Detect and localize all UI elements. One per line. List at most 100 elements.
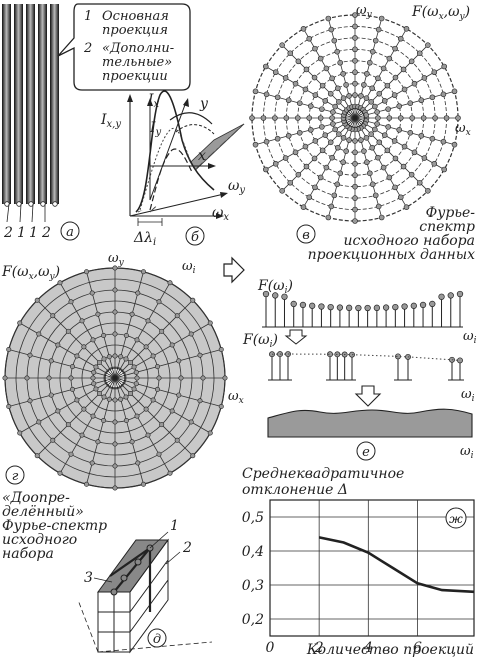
sample-node: [91, 381, 97, 387]
sample-node: [375, 154, 381, 161]
sample-node: [190, 453, 196, 459]
panel-v-caption-1: Фурье-: [426, 205, 476, 221]
arrow-down-icon-1: [284, 329, 308, 345]
polar-spoke: [327, 18, 356, 119]
sample-node: [118, 396, 124, 402]
sample-node: [421, 155, 428, 161]
sample-node: [392, 184, 398, 191]
sample-node: [372, 103, 378, 110]
sample-node: [6, 403, 12, 409]
sample-node: [36, 419, 42, 425]
sample-node: [112, 419, 118, 425]
sample-node: [322, 132, 329, 138]
sample-node: [352, 80, 358, 87]
hub-spoke: [109, 369, 116, 379]
sample-node: [391, 138, 398, 144]
sample-node: [312, 45, 318, 52]
sample-node: [89, 460, 95, 466]
sample-node: [167, 470, 173, 476]
sample-node: [112, 397, 118, 403]
sample-node: [90, 375, 96, 381]
sample-node: [431, 69, 438, 76]
sample-node: [369, 181, 376, 188]
sample-node: [431, 160, 438, 167]
sample-node: [169, 408, 175, 414]
sample-node: [331, 37, 338, 44]
sample-node: [95, 311, 101, 317]
sample-node: [386, 115, 393, 121]
sample-node: [65, 328, 71, 334]
sample-node: [368, 131, 374, 137]
sample-node: [327, 90, 334, 97]
sample-node: [363, 135, 370, 141]
sample-node: [101, 418, 107, 424]
sample-node: [34, 453, 40, 459]
sample-node: [429, 94, 436, 101]
sample-node: [372, 126, 378, 133]
polar-spoke: [114, 377, 222, 407]
sample-node: [334, 181, 341, 188]
projection-strip: [50, 4, 59, 204]
hub-spoke: [106, 372, 116, 379]
sample-node: [367, 59, 373, 66]
polar-spoke: [59, 377, 116, 474]
sample-node: [335, 144, 341, 151]
sample-node: [295, 171, 302, 178]
plot-frame: [269, 499, 475, 637]
sample-node: [307, 127, 314, 133]
polar-spoke: [303, 117, 356, 208]
strip-label-3: 1: [29, 225, 38, 241]
sample-node: [128, 359, 134, 365]
sample-node: [392, 74, 399, 81]
polar-spoke: [114, 271, 144, 379]
polar-spoke: [281, 117, 356, 192]
interp-curve: [271, 353, 461, 361]
sample-node: [396, 103, 403, 109]
stem-row-1: [262, 290, 464, 327]
sample-node: [17, 320, 23, 326]
sample-node: [285, 132, 292, 139]
sample-node: [374, 121, 380, 127]
sample-node: [392, 155, 399, 162]
stem-head-1: [327, 303, 334, 311]
sample-node: [400, 66, 407, 73]
sample-node: [432, 115, 438, 121]
sample-node: [340, 135, 347, 141]
sample-node: [416, 50, 423, 57]
label-x: x: [198, 148, 206, 164]
sample-node: [188, 419, 194, 425]
sample-node: [323, 65, 330, 72]
sample-node: [401, 143, 408, 150]
panel-d-label-3: 3: [84, 570, 93, 586]
sample-node: [306, 35, 313, 42]
stem-head-1: [382, 304, 390, 311]
panel-d-label-1: 1: [170, 518, 179, 534]
sample-node: [292, 80, 299, 87]
polar-spoke: [114, 299, 194, 379]
stem-head-1: [373, 304, 381, 311]
sample-node: [262, 63, 269, 70]
sample-node: [159, 328, 165, 334]
legend-text-2b: тельные»: [102, 55, 172, 70]
sample-node: [106, 396, 112, 402]
stem-head-1: [309, 302, 316, 309]
sample-node: [307, 103, 314, 109]
panel-g-caption-3: Фурье-спектр: [2, 518, 107, 534]
sample-node: [375, 75, 381, 82]
hub-spoke: [114, 377, 123, 386]
sample-node: [112, 441, 118, 447]
sample-node: [319, 106, 325, 112]
sample-node: [197, 352, 203, 358]
sample-node: [133, 381, 139, 387]
sample-node: [352, 69, 358, 76]
y-tick-label: 0,4: [242, 544, 264, 560]
sample-node: [312, 138, 319, 144]
sample-node: [378, 15, 385, 22]
panel-g-caption-1: «Доопре-: [2, 490, 70, 506]
polar-spoke: [354, 18, 383, 119]
hub-spoke: [112, 377, 116, 388]
polar-spoke: [86, 377, 116, 485]
panel-zh-letter: ж: [449, 512, 463, 526]
sample-node: [364, 159, 370, 166]
sample-node: [134, 337, 140, 343]
